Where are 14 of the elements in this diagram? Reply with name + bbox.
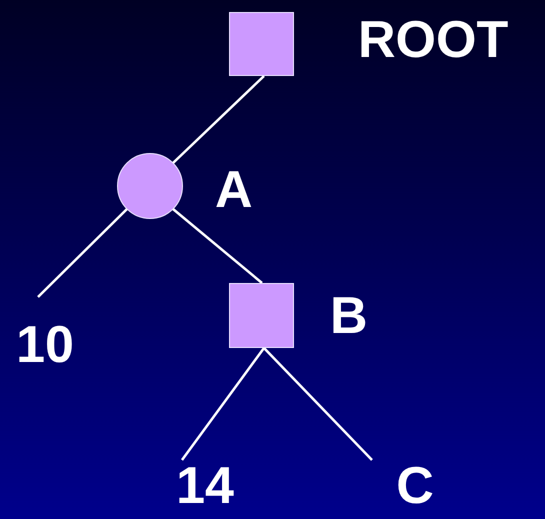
node-label: A (215, 164, 253, 216)
connector-line (37, 208, 128, 298)
connector-line (263, 347, 373, 461)
circle-node (117, 153, 183, 219)
leaf-label: 14 (165, 460, 245, 516)
node-label: B (330, 290, 368, 342)
connector-line (172, 208, 263, 284)
square-node (229, 12, 294, 76)
connector-line (181, 347, 265, 461)
connector-line (172, 75, 265, 164)
square-node (229, 283, 294, 348)
node-label: ROOT (358, 14, 508, 66)
leaf-label: C (365, 460, 465, 516)
leaf-label: 10 (8, 297, 82, 377)
